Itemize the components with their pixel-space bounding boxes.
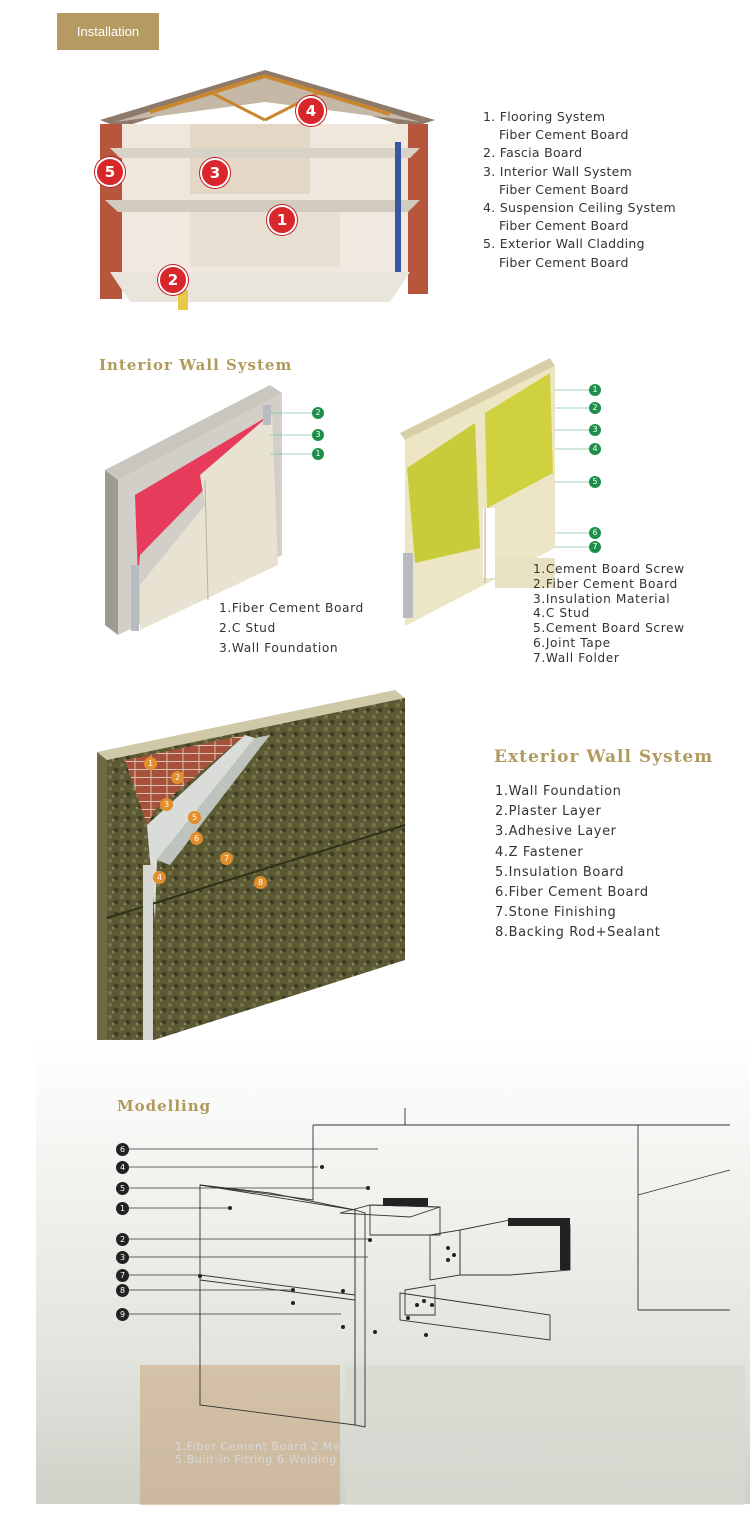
interior-left-leader-lines bbox=[270, 412, 312, 455]
legend-item: 7.Stone Finishing bbox=[495, 905, 617, 921]
house-list-item: 4. Suspension Ceiling System bbox=[483, 200, 677, 216]
modelling-callout-2: 2 bbox=[116, 1233, 129, 1246]
legend-row: 5.Built-in Fitting 6.Welding 7.Back Rod+… bbox=[175, 1453, 623, 1466]
house-callout-4: 4 bbox=[296, 96, 326, 126]
house-callout-1: 1 bbox=[267, 205, 297, 235]
modelling-wireframe bbox=[198, 1108, 731, 1428]
interior-right-callout-1: 1 bbox=[589, 384, 601, 396]
modelling-callout-3: 3 bbox=[116, 1251, 129, 1264]
legend-item: 3.Insulation Material bbox=[533, 591, 671, 606]
exterior-callout-5: 5 bbox=[188, 811, 201, 824]
interior-right-callout-2: 2 bbox=[589, 402, 601, 414]
modelling-callout-6: 6 bbox=[116, 1143, 129, 1156]
interior-wall-right-illustration bbox=[400, 358, 555, 626]
house-cutaway-illustration bbox=[100, 70, 435, 310]
exterior-callout-1: 1 bbox=[144, 757, 157, 770]
legend-item: 5.Cement Board Screw bbox=[533, 621, 685, 636]
background-wall bbox=[345, 1365, 745, 1505]
house-list-item: 2. Fascia Board bbox=[483, 145, 583, 161]
exterior-wall-title: Exterior Wall System bbox=[494, 747, 714, 767]
legend-item: 6.Fiber Cement Board bbox=[495, 885, 649, 901]
house-callout-3: 3 bbox=[200, 158, 230, 188]
legend-item: 1.Cement Board Screw bbox=[533, 562, 685, 576]
modelling-legend: 1.Fiber Cement Board 2.Metal Frame 3.Sup… bbox=[175, 1440, 623, 1466]
house-list-item: 1. Flooring System bbox=[483, 109, 606, 124]
legend-item: 8.Backing Rod+Sealant bbox=[495, 925, 661, 941]
interior-wall-title: Interior Wall System bbox=[99, 356, 293, 374]
interior-right-callout-7: 7 bbox=[589, 541, 601, 553]
modelling-callout-1: 1 bbox=[116, 1202, 129, 1215]
modelling-title: Modelling bbox=[117, 1097, 212, 1115]
house-list-item: 5. Exterior Wall Cladding bbox=[483, 236, 645, 252]
exterior-callout-4: 4 bbox=[153, 871, 166, 884]
house-callout-5: 5 bbox=[95, 157, 125, 187]
interior-right-legend: 1.Cement Board Screw 2.Fiber Cement Boar… bbox=[533, 562, 685, 666]
legend-item: 3.Wall Foundation bbox=[219, 641, 339, 655]
interior-left-callout-1: 1 bbox=[312, 448, 324, 460]
interior-right-leader-lines bbox=[555, 389, 590, 548]
legend-item: 6.Joint Tape bbox=[533, 635, 611, 650]
house-callout-2: 2 bbox=[158, 265, 188, 295]
interior-right-callout-3: 3 bbox=[589, 424, 601, 436]
house-list-item: Fiber Cement Board bbox=[499, 218, 629, 234]
house-component-list: 1. Flooring System Fiber Cement Board 2.… bbox=[483, 108, 676, 272]
interior-right-callout-5: 5 bbox=[589, 476, 601, 488]
legend-item: 1.Fiber Cement Board bbox=[219, 601, 364, 615]
legend-item: 2.Fiber Cement Board bbox=[533, 576, 678, 591]
modelling-callout-7: 7 bbox=[116, 1269, 129, 1282]
legend-item: 1.Wall Foundation bbox=[495, 784, 622, 799]
interior-left-callout-3: 3 bbox=[312, 429, 324, 441]
interior-right-callout-6: 6 bbox=[589, 527, 601, 539]
modelling-callout-8: 8 bbox=[116, 1284, 129, 1297]
modelling-callout-4: 4 bbox=[116, 1161, 129, 1174]
exterior-callout-3: 3 bbox=[160, 798, 173, 811]
house-list-item: Fiber Cement Board bbox=[499, 254, 629, 270]
house-list-item: Fiber Cement Board bbox=[499, 127, 629, 143]
exterior-callout-6: 6 bbox=[190, 832, 203, 845]
interior-left-legend: 1.Fiber Cement Board 2.C Stud 3.Wall Fou… bbox=[219, 598, 364, 658]
house-list-item: Fiber Cement Board bbox=[499, 181, 629, 197]
legend-item: 3.Adhesive Layer bbox=[495, 824, 617, 840]
modelling-callout-5: 5 bbox=[116, 1182, 129, 1195]
installation-badge: Installation bbox=[57, 13, 159, 50]
legend-row: 1.Fiber Cement Board 2.Metal Frame 3.Sup… bbox=[175, 1440, 546, 1453]
legend-item: 2.C Stud bbox=[219, 621, 276, 635]
interior-right-callout-4: 4 bbox=[589, 443, 601, 455]
legend-item: 5.Insulation Board bbox=[495, 864, 625, 880]
interior-left-callout-2: 2 bbox=[312, 407, 324, 419]
exterior-legend: 1.Wall Foundation 2.Plaster Layer 3.Adhe… bbox=[495, 782, 660, 944]
legend-item: 4.Z Fastener bbox=[495, 844, 584, 860]
exterior-callout-8: 8 bbox=[254, 876, 267, 889]
modelling-callout-9: 9 bbox=[116, 1308, 129, 1321]
legend-item: 4.C Stud bbox=[533, 606, 590, 621]
exterior-callout-2: 2 bbox=[171, 771, 184, 784]
modelling-leader-lines bbox=[128, 1148, 378, 1315]
background-fence bbox=[140, 1365, 340, 1505]
legend-item: 7.Wall Folder bbox=[533, 650, 620, 665]
legend-item: 2.Plaster Layer bbox=[495, 804, 602, 820]
house-list-item: 3. Interior Wall System bbox=[483, 163, 633, 179]
interior-wall-left-illustration bbox=[105, 385, 282, 635]
exterior-callout-7: 7 bbox=[220, 852, 233, 865]
